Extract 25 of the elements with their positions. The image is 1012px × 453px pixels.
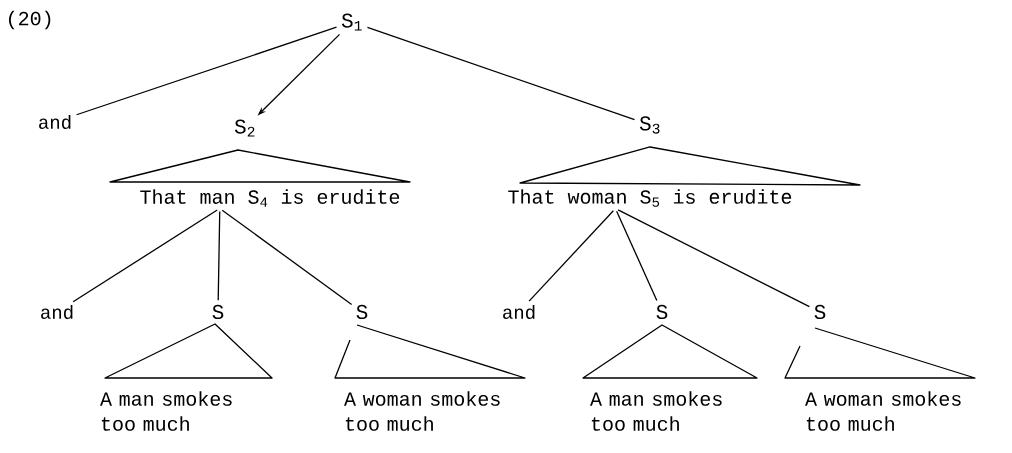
tree-branch <box>72 209 218 303</box>
node-label: S$_{2}$ <box>234 119 255 137</box>
example-number: (20) <box>9 10 51 30</box>
conjunction-word: and <box>41 305 73 319</box>
node-label: S <box>356 304 368 320</box>
tree-branch <box>221 209 353 306</box>
node-label: S$_{3}$ <box>639 116 660 134</box>
tree-branch <box>75 26 338 116</box>
node-label: S <box>212 304 224 320</box>
node-label: S$_{1}$ <box>341 13 362 31</box>
node-label: S <box>656 304 668 320</box>
node-label: S <box>814 304 826 320</box>
tree-branch <box>617 209 811 308</box>
tree-branch <box>366 26 636 121</box>
tree-branch <box>616 210 658 302</box>
sentence-text: That man S$_{4}$ is erudite <box>140 189 400 207</box>
sentence-text: That woman S$_{5}$ is erudite <box>508 189 792 207</box>
sentence-text: A woman smokes too much <box>805 391 961 431</box>
tree-branch <box>217 210 221 301</box>
sentence-text: A man smokes too much <box>590 391 722 431</box>
conjunction-word: and <box>503 305 535 319</box>
sentence-text: A man smokes too much <box>100 391 232 431</box>
conjunction-word: and <box>39 115 71 129</box>
tree-branch <box>528 210 614 302</box>
sentence-text: A woman smokes too much <box>344 391 500 431</box>
